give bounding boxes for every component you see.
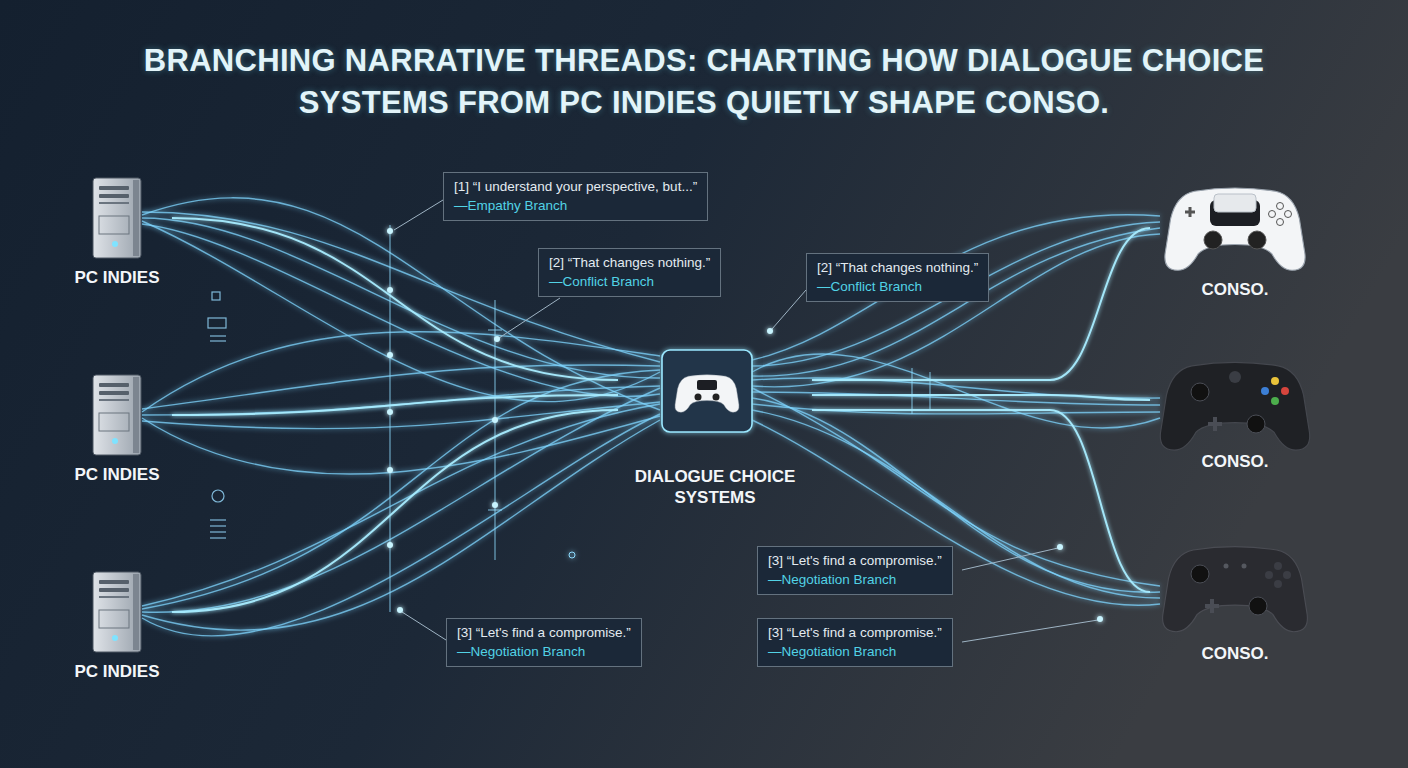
callout-box: [1] “I understand your perspective, but.… [443,172,708,221]
callout-box: [2] “That changes nothing.”—Conflict Bra… [806,253,989,302]
pc-indie-node: PC INDIES [62,172,172,290]
callout-branch: —Negotiation Branch [768,642,942,661]
callout-branch: —Conflict Branch [549,272,710,291]
callout-box: [3] “Let's find a compromise.”—Negotiati… [446,618,642,667]
callout-branch: —Negotiation Branch [768,570,942,589]
hub-label: DIALOGUE CHOICE SYSTEMS [623,466,807,510]
callout-quote: [2] “That changes nothing.” [549,253,710,272]
callout-quote: [3] “Let's find a compromise.” [768,623,942,642]
pc-indie-node: PC INDIES [62,369,172,487]
callout-branch: —Conflict Branch [817,277,978,296]
callout-quote: [3] “Let's find a compromise.” [768,551,942,570]
callout-box: [3] “Let's find a compromise.”—Negotiati… [757,618,953,667]
callout-branch: —Negotiation Branch [457,642,631,661]
hub-node: DIALOGUE CHOICE SYSTEMS [618,345,812,510]
diagram-title: BRANCHING NARRATIVE THREADS: CHARTING HO… [114,40,1294,124]
callout-box: [3] “Let's find a compromise.”—Negotiati… [757,546,953,595]
console-node: CONSO. [1150,176,1320,302]
flow-connector [172,218,618,380]
device-label: CONSO. [1201,452,1268,474]
callout-quote: [2] “That changes nothing.” [817,258,978,277]
ps5-controller [1165,188,1305,270]
hub-panel [662,350,752,432]
callout-quote: [3] “Let's find a compromise.” [457,623,631,642]
flow-connector [172,395,618,415]
server-icons [93,178,141,652]
flow-connector [172,410,618,612]
device-label: PC INDIES [74,662,159,684]
console-node: CONSO. [1150,540,1320,666]
leader-lines [394,200,1098,642]
flow-connector [812,228,1150,380]
switch-pro-controller [1163,547,1308,632]
thread-strands [142,198,1160,636]
device-label: CONSO. [1201,644,1268,666]
device-label: PC INDIES [74,465,159,487]
flow-connector [812,395,1150,400]
callout-box: [2] “That changes nothing.”—Conflict Bra… [538,248,721,297]
junction-dots [387,228,1103,622]
callout-quote: [1] “I understand your perspective, but.… [454,177,697,196]
pc-indie-node: PC INDIES [62,566,172,684]
device-label: CONSO. [1201,280,1268,302]
xbox-controller [1160,362,1309,450]
callout-branch: —Empathy Branch [454,196,697,215]
console-node: CONSO. [1150,348,1320,474]
device-label: PC INDIES [74,268,159,290]
